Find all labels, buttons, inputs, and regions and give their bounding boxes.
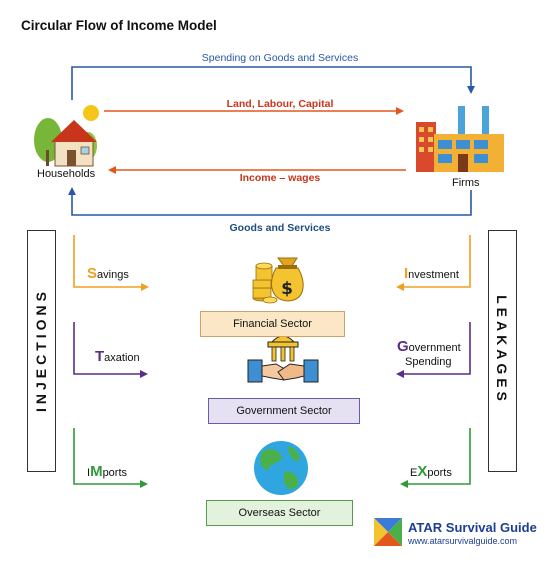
handshake-icon bbox=[247, 328, 319, 383]
goods-arrow bbox=[68, 187, 472, 216]
government-spending-arrow bbox=[396, 322, 471, 378]
leakages-box bbox=[488, 230, 517, 472]
investment-arrow bbox=[396, 235, 471, 291]
taxation-arrow bbox=[73, 322, 148, 378]
factors-label: Land, Labour, Capital bbox=[226, 98, 334, 110]
imports-arrow bbox=[73, 428, 148, 488]
financial-sector-box: Financial Sector bbox=[200, 311, 345, 337]
imports-label: IMports bbox=[87, 463, 128, 480]
globe-icon bbox=[254, 441, 308, 495]
investment-label: Investment bbox=[404, 265, 459, 282]
government-sector-box: Government Sector bbox=[208, 398, 360, 424]
spending-arrow bbox=[71, 66, 475, 100]
savings-label: Savings bbox=[87, 265, 129, 282]
brand-url: www.atarsurvivalguide.com bbox=[408, 536, 518, 546]
savings-arrow bbox=[73, 235, 149, 291]
taxation-label: Taxation bbox=[95, 348, 140, 365]
brand-name: ATAR Survival Guide bbox=[408, 520, 537, 535]
exports-arrow bbox=[400, 428, 471, 488]
house-icon bbox=[34, 105, 99, 167]
svg-text:$: $ bbox=[281, 279, 293, 299]
factory-icon bbox=[416, 106, 504, 172]
leakages-label: LEAKAGES bbox=[494, 295, 510, 405]
spending-label: Spending on Goods and Services bbox=[201, 52, 359, 64]
overseas-sector-box: Overseas Sector bbox=[206, 500, 353, 526]
firms-label: Firms bbox=[452, 177, 480, 189]
households-label: Households bbox=[37, 168, 96, 180]
income-label: Income – wages bbox=[239, 172, 321, 184]
diagram-title: Circular Flow of Income Model bbox=[21, 18, 217, 33]
injections-box bbox=[27, 230, 56, 472]
goods-label: Goods and Services bbox=[229, 222, 331, 234]
atar-logo-icon bbox=[374, 518, 402, 546]
exports-label: EXports bbox=[410, 463, 452, 480]
money-bag-icon: $ bbox=[252, 257, 304, 304]
injections-label: INJECTIONS bbox=[33, 287, 49, 413]
government-spending-label: Government Spending bbox=[397, 338, 461, 368]
